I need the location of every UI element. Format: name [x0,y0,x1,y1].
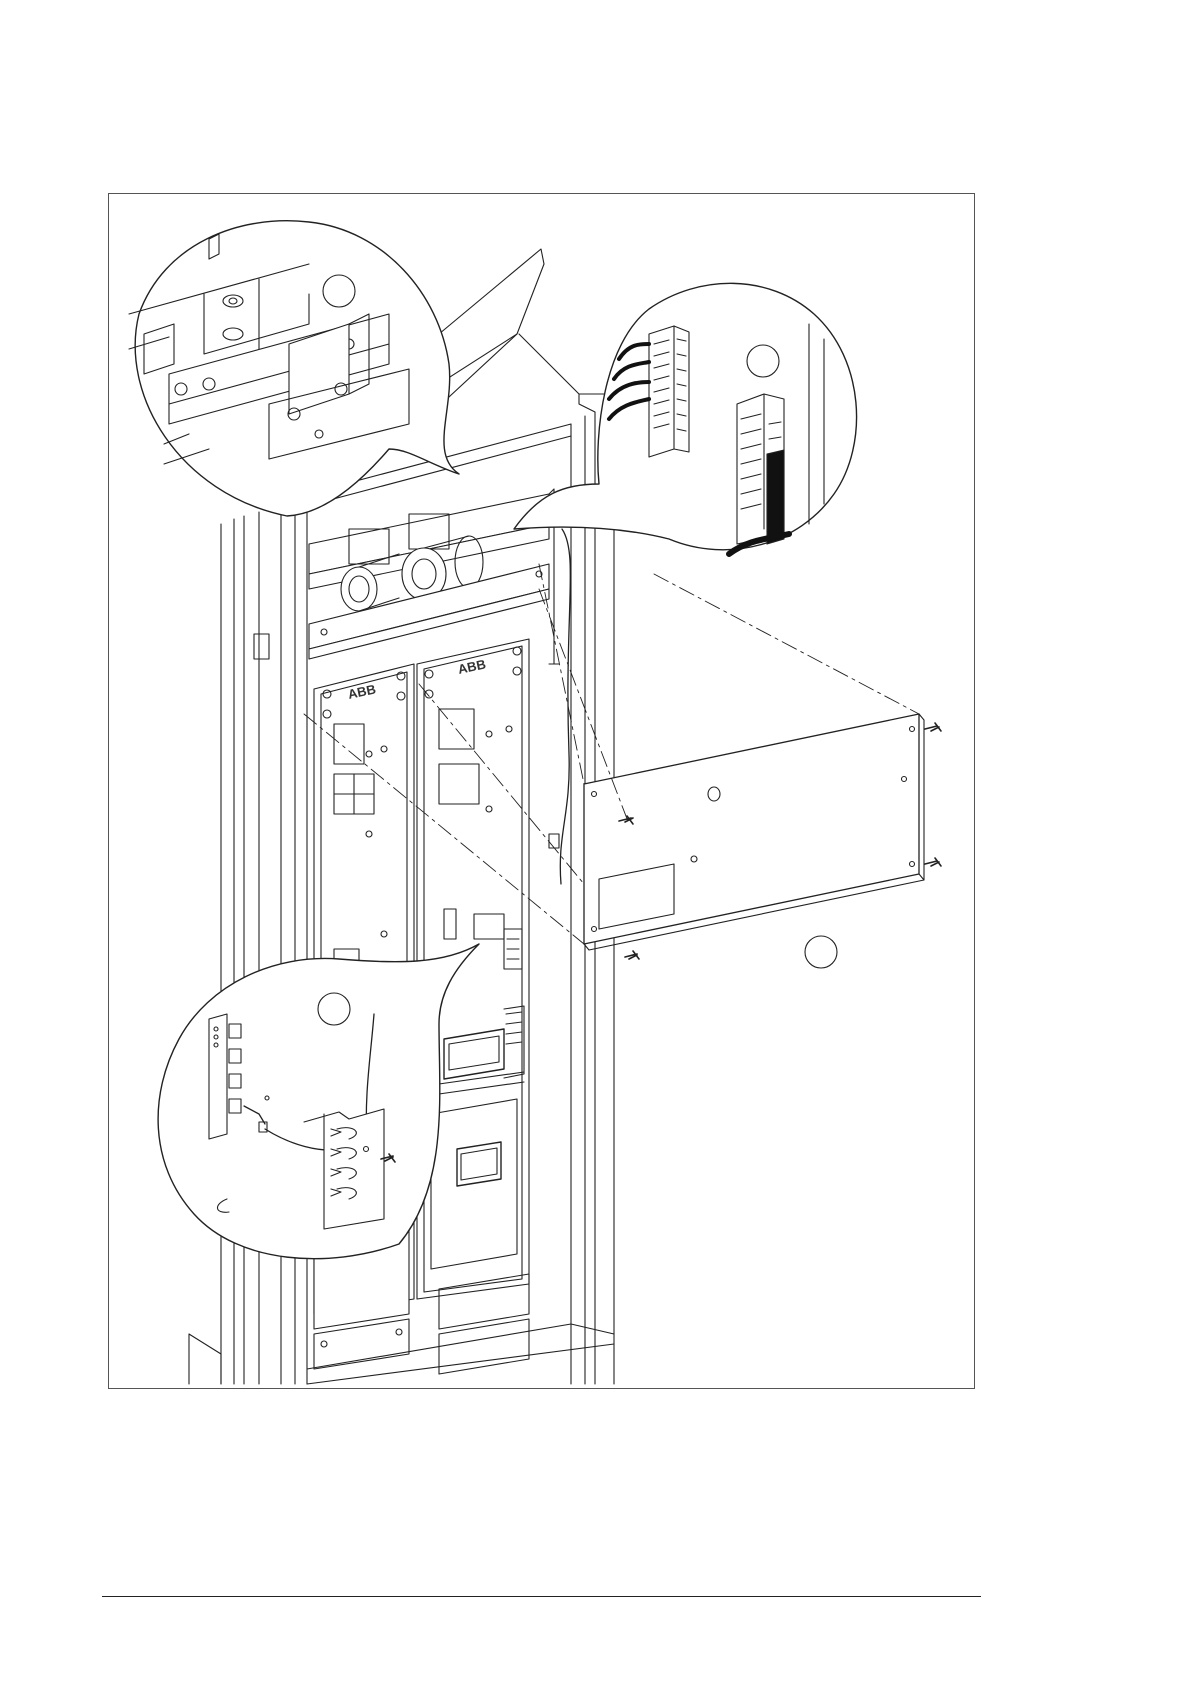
side-label [254,634,269,659]
detail-terminal-block [514,283,857,554]
callout-cover-plate [805,936,837,968]
footer-rule [102,1596,981,1597]
cabinet-illustration: ABB ABB [109,194,975,1389]
detail-power-connection [129,221,459,516]
figure-frame: ABB ABB [108,193,975,1389]
